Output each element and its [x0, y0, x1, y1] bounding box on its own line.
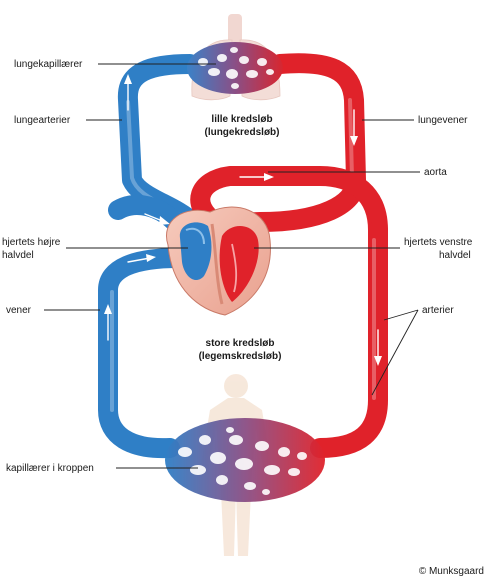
label-hjertets-venstre-1: hjertets venstre: [404, 237, 473, 248]
heart-illustration: [166, 206, 271, 316]
label-hjertets-hojre-1: hjertets højre: [2, 237, 61, 248]
lille-kredslob-subtitle: (lungekredsløb): [204, 127, 279, 138]
lung-capillary-net: [187, 42, 283, 94]
label-lungevener: lungevener: [418, 115, 468, 126]
lille-kredslob-title: lille kredsløb: [211, 114, 272, 125]
veins-vessel: [98, 248, 188, 459]
leader-lines: [44, 63, 420, 469]
left-heart-chamber: [219, 225, 259, 302]
label-lungekapillaerer: lungekapillærer: [14, 59, 83, 70]
label-hjertets-venstre-2: halvdel: [439, 250, 471, 261]
flow-arrows: [104, 74, 382, 366]
label-hjertets-hojre-2: halvdel: [2, 250, 34, 261]
aorta-vessel: [190, 166, 388, 240]
label-kapillaerer-i-kroppen: kapillærer i kroppen: [6, 463, 94, 474]
body-capillary-net: [165, 418, 325, 502]
store-kredslob-title: store kredsløb: [206, 338, 275, 349]
arteries-vessel: [310, 220, 388, 458]
store-kredslob-subtitle: (legemskredsløb): [199, 351, 282, 362]
label-aorta: aorta: [424, 167, 447, 178]
copyright-notice: © Munksgaard: [419, 566, 484, 577]
label-lungearterier: lungearterier: [14, 115, 71, 126]
label-arterier: arterier: [422, 305, 454, 316]
labels: lungekapillærer lungearterier lungevener…: [2, 59, 484, 577]
label-vener: vener: [6, 305, 32, 316]
